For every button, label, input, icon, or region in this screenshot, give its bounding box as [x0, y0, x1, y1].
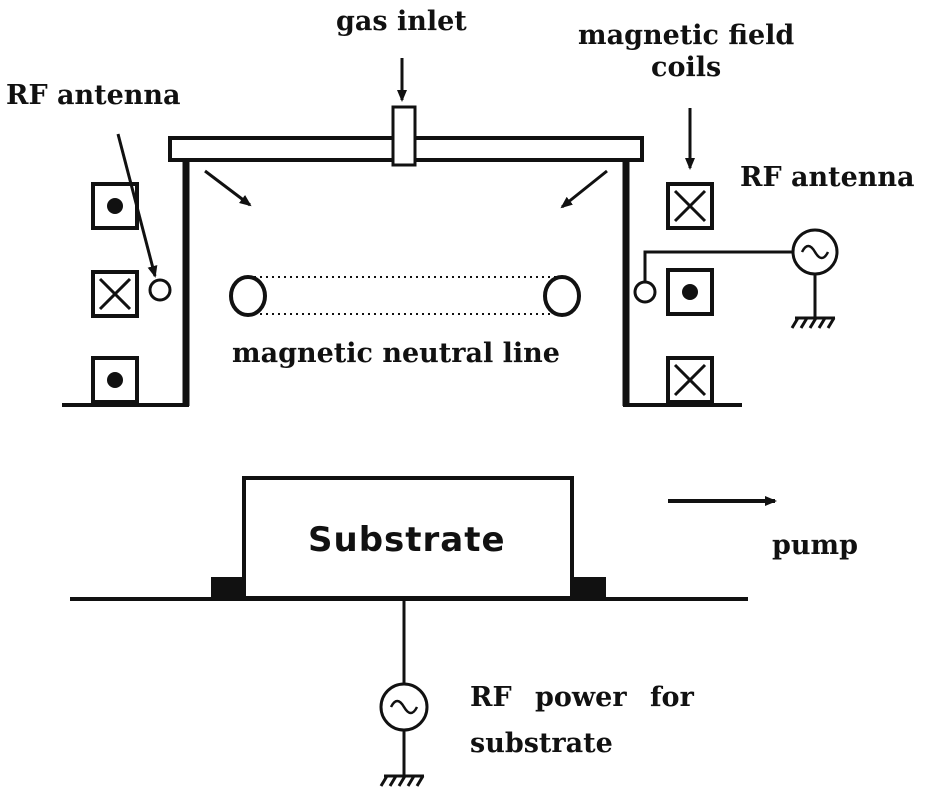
substrate-stage [70, 476, 748, 601]
ground-hatch [406, 775, 416, 787]
neutral-line-label: magnetic neutral line [232, 338, 560, 369]
coil-dot-center [682, 284, 698, 300]
ground-hatch [415, 775, 425, 787]
rf-antenna-left-leader [116, 133, 158, 278]
magnetic-field-coils-label: magnetic field coils [578, 20, 795, 83]
rf-antenna-right-icon [633, 280, 657, 304]
coil-cross-stroke-b [673, 363, 707, 397]
ground-hatch [826, 317, 836, 329]
pump-label: pump [772, 530, 858, 561]
gas-flow-arrow-right [560, 169, 608, 209]
rf-antenna-right-circuit [633, 228, 839, 329]
neutral-line-left-ring [229, 275, 267, 317]
ground-hatch [790, 317, 800, 329]
gas-inlet [391, 58, 417, 167]
rf-antenna-right-label: RF antenna [740, 162, 915, 193]
substrate-block [242, 476, 574, 600]
coil-cross-stroke-b [673, 189, 707, 223]
rf-antenna-left-icon [148, 278, 172, 302]
stage-clamp-left [211, 577, 246, 599]
coil-cross-stroke-b [98, 277, 132, 311]
ground-hatch [379, 775, 389, 787]
coil-stack-left [91, 182, 139, 404]
ac-source-wave [389, 699, 419, 715]
ground-hatch [808, 317, 818, 329]
gas-flow-arrow-left [204, 169, 252, 207]
coil-stack-right [666, 182, 714, 404]
ground-hatch [397, 775, 407, 787]
ac-source-wave [800, 244, 830, 260]
coil-dot-center [107, 198, 123, 214]
rf-power-label-line2: substrate [470, 728, 613, 759]
ground-hatch [799, 317, 809, 329]
substrate-rf-circuit [379, 599, 429, 787]
neutral-line-right-ring [543, 275, 581, 317]
rf-power-label-line1: RF power for [470, 682, 694, 713]
ground-hatch [388, 775, 398, 787]
ground-hatch [817, 317, 827, 329]
substrate-label: Substrate [308, 520, 506, 560]
gas-inlet-label: gas inlet [336, 6, 467, 37]
magnetic-neutral-line [229, 275, 581, 317]
stage-clamp-right [571, 577, 606, 599]
rf-antenna-right-wire [643, 250, 793, 282]
coil-dot-center [107, 372, 123, 388]
gas-inlet-pipe [391, 105, 417, 167]
rf-antenna-left-label: RF antenna [6, 80, 181, 111]
